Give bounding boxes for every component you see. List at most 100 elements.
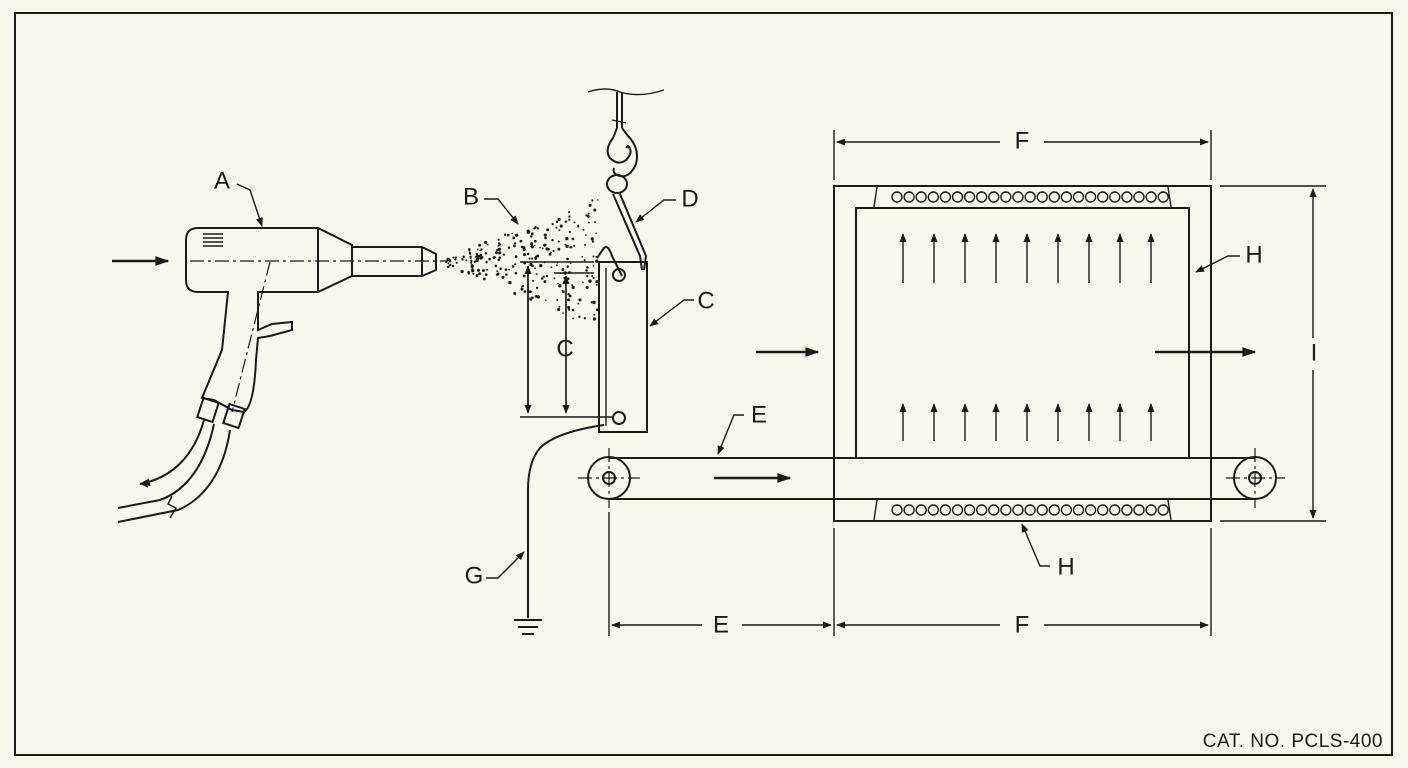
- powder-particle: [447, 262, 450, 265]
- powder-particle: [461, 258, 464, 261]
- powder-particle: [551, 222, 554, 226]
- powder-particle: [475, 274, 479, 278]
- powder-particle: [498, 243, 501, 246]
- powder-particle: [477, 255, 481, 258]
- powder-particle: [528, 257, 531, 260]
- powder-particle: [591, 275, 594, 278]
- powder-particle: [593, 208, 597, 212]
- powder-particle: [481, 256, 484, 259]
- powder-particle: [535, 273, 538, 275]
- label-e-dimension: E: [713, 611, 729, 638]
- powder-particle: [587, 221, 590, 224]
- powder-particle: [512, 244, 516, 248]
- powder-particle: [583, 259, 586, 262]
- label-e-conveyor: E: [751, 401, 767, 428]
- heater-element: [1036, 191, 1048, 203]
- powder-particle: [558, 229, 561, 232]
- powder-particle: [494, 256, 497, 259]
- powder-particle: [557, 282, 559, 285]
- heater-element: [927, 504, 939, 516]
- hanger-hook: [587, 88, 665, 271]
- heater-element: [1133, 504, 1145, 516]
- powder-particle: [592, 255, 595, 258]
- powder-particle: [508, 280, 512, 285]
- powder-particle: [519, 239, 523, 243]
- heater-element: [1024, 191, 1036, 203]
- powder-particle: [446, 257, 450, 262]
- powder-particle: [451, 265, 454, 267]
- powder-particle: [470, 259, 473, 262]
- powder-particle: [596, 199, 599, 201]
- powder-particle: [563, 277, 566, 280]
- heater-element: [1036, 504, 1048, 516]
- heater-element: [1012, 504, 1024, 516]
- powder-particle: [592, 300, 596, 305]
- powder-particle: [558, 284, 562, 288]
- powder-particle: [595, 280, 599, 284]
- powder-particle: [587, 212, 590, 215]
- label-c-part: C: [697, 287, 714, 314]
- powder-particle: [565, 237, 569, 241]
- powder-particle: [555, 226, 558, 229]
- heater-element: [976, 191, 988, 203]
- heater-element: [1109, 504, 1121, 516]
- powder-particle: [446, 265, 450, 269]
- powder-particle: [501, 275, 505, 279]
- powder-particle: [569, 246, 572, 249]
- powder-particle: [465, 259, 468, 262]
- powder-particle: [536, 254, 540, 258]
- powder-particle: [473, 260, 476, 263]
- catalog-number: CAT. NO. PCLS-400: [1203, 731, 1383, 752]
- leader-lines: [236, 183, 1240, 579]
- powder-particle: [496, 248, 499, 252]
- heater-element: [1048, 504, 1061, 516]
- heater-element: [1121, 191, 1133, 203]
- powder-particle: [522, 248, 526, 252]
- heater-element: [1060, 504, 1073, 516]
- powder-particle: [448, 259, 452, 263]
- powder-particle: [562, 312, 564, 314]
- powder-particle: [550, 251, 552, 254]
- powder-particle: [514, 255, 518, 258]
- spray-gun: [112, 227, 448, 523]
- powder-particle: [530, 296, 534, 300]
- powder-particle: [478, 272, 481, 276]
- powder-particle: [568, 230, 571, 234]
- powder-particle: [578, 315, 581, 318]
- powder-particle: [557, 217, 561, 221]
- heater-element: [1072, 504, 1085, 516]
- label-h-top: H: [1245, 241, 1262, 268]
- powder-particle: [514, 271, 518, 275]
- powder-particle: [582, 228, 585, 231]
- powder-particle: [595, 283, 598, 286]
- powder-particle: [526, 252, 530, 256]
- powder-particle: [476, 257, 480, 261]
- powder-particle: [543, 233, 547, 237]
- powder-particle: [497, 238, 500, 241]
- powder-particle: [496, 270, 499, 273]
- powder-particle: [470, 261, 473, 264]
- powder-particle: [514, 242, 517, 245]
- heater-element: [1133, 191, 1145, 203]
- powder-particle: [511, 265, 515, 268]
- powder-particle: [460, 269, 464, 274]
- powder-particle: [593, 313, 596, 316]
- powder-particle: [444, 260, 448, 264]
- label-d: D: [681, 185, 698, 212]
- powder-particle: [472, 272, 475, 275]
- powder-particle: [508, 268, 510, 271]
- powder-particle: [585, 269, 588, 272]
- powder-particle: [586, 266, 589, 269]
- powder-particle: [497, 258, 501, 262]
- powder-particle: [479, 253, 483, 257]
- powder-particle: [522, 274, 526, 278]
- label-a: A: [214, 167, 230, 194]
- heater-element: [1084, 191, 1097, 203]
- heater-element: [891, 504, 903, 516]
- powder-particle: [469, 253, 472, 256]
- heater-element: [1157, 504, 1169, 516]
- powder-particle: [475, 252, 479, 256]
- heater-element: [1072, 191, 1085, 203]
- powder-particle: [561, 268, 565, 272]
- powder-particle: [568, 294, 572, 298]
